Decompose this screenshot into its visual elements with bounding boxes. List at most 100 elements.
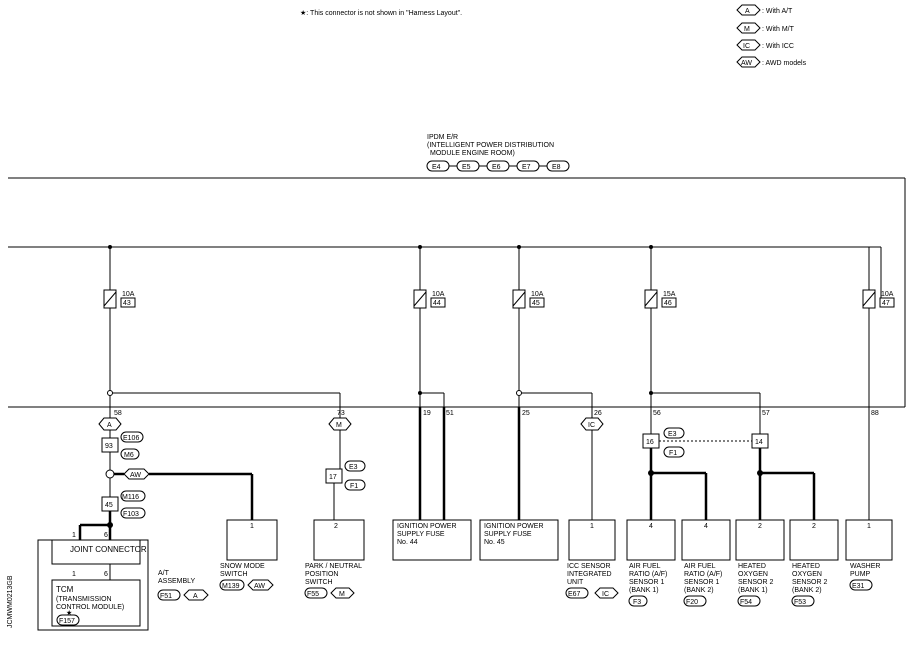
svg-text:AW: AW <box>254 583 265 590</box>
svg-text:E7: E7 <box>522 164 531 171</box>
svg-text:1: 1 <box>590 523 594 530</box>
svg-text:15A: 15A <box>663 291 676 298</box>
svg-text:44: 44 <box>433 300 441 307</box>
svg-text:E4: E4 <box>432 164 441 171</box>
svg-text:2: 2 <box>812 523 816 530</box>
svg-text:A: A <box>745 8 750 15</box>
svg-text:No. 45: No. 45 <box>484 539 505 546</box>
svg-text:IPDM E/R: IPDM E/R <box>427 134 458 141</box>
svg-text:E3: E3 <box>349 464 358 471</box>
svg-text:IC: IC <box>588 422 595 429</box>
svg-text:(INTELLIGENT POWER DISTRIBUTIO: (INTELLIGENT POWER DISTRIBUTION <box>427 142 554 149</box>
svg-text:19: 19 <box>423 410 431 417</box>
svg-text:1: 1 <box>867 523 871 530</box>
svg-text:16: 16 <box>646 439 654 446</box>
svg-text:RATIO (A/F): RATIO (A/F) <box>629 571 667 578</box>
svg-text:(BANK 2): (BANK 2) <box>684 587 714 594</box>
svg-text:4: 4 <box>649 523 653 530</box>
svg-text:10A: 10A <box>531 291 544 298</box>
svg-text:F1: F1 <box>350 483 358 490</box>
ho-sensor-branch: 14 <box>751 407 816 520</box>
svg-text:SNOW MODE: SNOW MODE <box>220 563 265 570</box>
svg-text:M139: M139 <box>222 583 240 590</box>
svg-text:SUPPLY FUSE: SUPPLY FUSE <box>397 531 445 538</box>
svg-text:IC: IC <box>743 43 750 50</box>
svg-text:47: 47 <box>882 300 890 307</box>
svg-text:45: 45 <box>105 502 113 509</box>
legend: A : With A/T M : With M/T IC : With ICC … <box>736 4 807 68</box>
af-sensor-bank1: 4 AIR FUEL RATIO (A/F) SENSOR 1 (BANK 1)… <box>626 519 676 607</box>
svg-text:17: 17 <box>329 474 337 481</box>
mt-branch: M 17 E3 F1 2 PARK / NEUTRAL POSITION SWI… <box>304 407 366 599</box>
legend-item-mt: M : With M/T <box>736 22 795 34</box>
svg-text:AIR FUEL: AIR FUEL <box>629 563 661 570</box>
svg-text:26: 26 <box>594 410 602 417</box>
svg-text:46: 46 <box>664 300 672 307</box>
svg-text:51: 51 <box>446 410 454 417</box>
svg-text:: With M/T: : With M/T <box>762 26 795 33</box>
svg-text:(BANK 2): (BANK 2) <box>792 587 822 594</box>
legend-item-icc: IC : With ICC <box>736 39 794 51</box>
svg-text:UNIT: UNIT <box>567 579 584 586</box>
svg-text:58: 58 <box>114 410 122 417</box>
svg-text:E8: E8 <box>552 164 561 171</box>
legend-item-at: A : With A/T <box>736 4 793 16</box>
ho-sensor-bank2: 2 HEATED OXYGEN SENSOR 2 (BANK 2) F53 <box>789 519 839 607</box>
svg-text:73: 73 <box>337 410 345 417</box>
svg-text:F103: F103 <box>123 511 139 518</box>
svg-text:SENSOR 2: SENSOR 2 <box>792 579 828 586</box>
svg-text:10A: 10A <box>122 291 135 298</box>
snow-mode-switch: 1 SNOW MODE SWITCH M139 AW <box>219 519 278 591</box>
svg-text:RATIO (A/F): RATIO (A/F) <box>684 571 722 578</box>
tcm-assembly: 1 6 JOINT CONNECTOR 1 6 TCM (TRANSMISSIO… <box>37 532 209 631</box>
af-sensor-branch: 16 E3 F1 <box>642 407 752 520</box>
svg-text:A: A <box>193 593 198 600</box>
svg-text:: With A/T: : With A/T <box>762 8 793 15</box>
svg-text:M: M <box>339 591 345 598</box>
svg-text:WASHER: WASHER <box>850 563 880 570</box>
svg-text:E31: E31 <box>852 583 865 590</box>
svg-text:E106: E106 <box>123 435 139 442</box>
svg-text:AIR FUEL: AIR FUEL <box>684 563 716 570</box>
svg-text:10A: 10A <box>432 291 445 298</box>
ign-fuse-44: IGNITION POWER SUPPLY FUSE No. 44 <box>392 407 472 561</box>
svg-text:SENSOR 1: SENSOR 1 <box>629 579 665 586</box>
svg-text:SENSOR 1: SENSOR 1 <box>684 579 720 586</box>
svg-text:AW: AW <box>130 472 141 479</box>
svg-text:SWITCH: SWITCH <box>305 579 333 586</box>
svg-text:57: 57 <box>762 410 770 417</box>
svg-text:10A: 10A <box>881 291 894 298</box>
svg-text:AW: AW <box>741 60 752 67</box>
svg-text:PARK / NEUTRAL: PARK / NEUTRAL <box>305 563 362 570</box>
svg-text:OXYGEN: OXYGEN <box>738 571 768 578</box>
fuse-44: 10A 44 <box>413 247 446 393</box>
svg-text:OXYGEN: OXYGEN <box>792 571 822 578</box>
svg-text:POSITION: POSITION <box>305 571 338 578</box>
terminal-numbers: 58 73 19 51 25 26 56 57 88 <box>114 410 879 417</box>
svg-text:1: 1 <box>250 523 254 530</box>
svg-text:SENSOR 2: SENSOR 2 <box>738 579 774 586</box>
washer-pump: 1 WASHER PUMP E31 <box>845 519 893 591</box>
fuse-47: 10A 47 <box>862 247 895 520</box>
svg-text:M116: M116 <box>122 494 139 501</box>
svg-text:F51: F51 <box>160 593 172 600</box>
svg-text:(TRANSMISSION: (TRANSMISSION <box>56 596 112 603</box>
af-sensor-bank2: 4 AIR FUEL RATIO (A/F) SENSOR 1 (BANK 2)… <box>681 519 731 607</box>
svg-text:ICC SENSOR: ICC SENSOR <box>567 563 611 570</box>
svg-text:: With ICC: : With ICC <box>762 43 794 50</box>
svg-text:2: 2 <box>334 523 338 530</box>
svg-text:45: 45 <box>532 300 540 307</box>
svg-text:A/T: A/T <box>158 570 170 577</box>
ipdm-bus <box>8 177 906 408</box>
at-branch: A 93 E106 M6 AW 45 M116 F103 <box>78 407 254 540</box>
svg-text:A: A <box>107 422 112 429</box>
svg-text:M6: M6 <box>124 452 134 459</box>
svg-text:M: M <box>336 422 342 429</box>
svg-text:F20: F20 <box>686 599 698 606</box>
svg-text:F54: F54 <box>740 599 752 606</box>
fuse-45: 10A 45 <box>512 247 545 393</box>
svg-text:INTEGRATED: INTEGRATED <box>567 571 612 578</box>
ign-fuse-45: IGNITION POWER SUPPLY FUSE No. 45 <box>479 407 559 561</box>
svg-text:2: 2 <box>758 523 762 530</box>
